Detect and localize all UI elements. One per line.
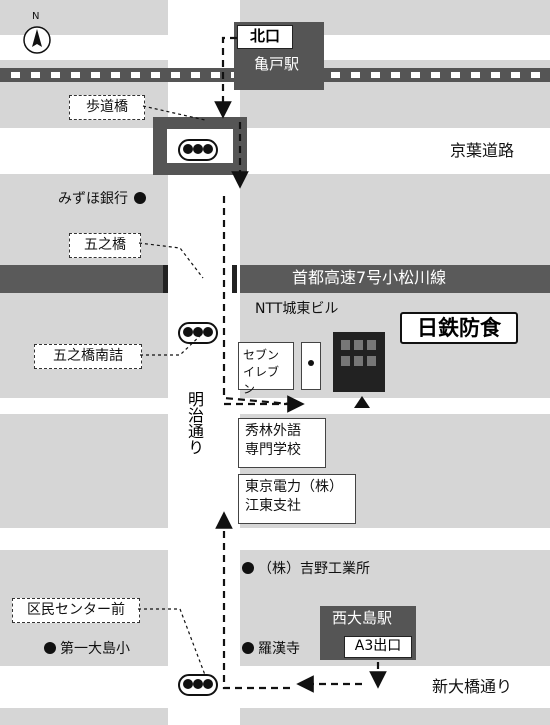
meiji-dori-label: 明治通り — [185, 388, 204, 458]
compass-icon — [23, 26, 51, 54]
rakanji-label: 羅漢寺 — [242, 642, 300, 656]
kameido-station-label: 亀戸駅 — [254, 55, 300, 73]
destination-building-icon — [333, 332, 385, 392]
highway-edge-right — [232, 265, 237, 293]
traffic-signal-icon — [178, 674, 218, 696]
keiyo-road — [0, 128, 550, 174]
callout-gonohashi-minamizume: 五之橋南詰 — [34, 344, 142, 369]
location-dot-icon — [134, 192, 146, 204]
north-compass: N — [20, 12, 54, 54]
location-dot-icon — [44, 642, 56, 654]
seven-eleven-box: セブン イレブン — [238, 342, 294, 396]
destination-label: 日鉄防食 — [400, 312, 518, 344]
north-exit-sign: 北口 — [237, 25, 293, 49]
north-label: N — [32, 11, 40, 22]
callout-kumin-center: 区民センター前 — [12, 598, 140, 623]
location-dot-icon — [242, 562, 254, 574]
shurin-school-box: 秀林外語 専門学校 — [238, 418, 326, 468]
street-mid — [0, 398, 550, 414]
highway-label: 首都高速7号小松川線 — [292, 268, 447, 287]
nishi-ojima-label: 西大島駅 — [332, 609, 393, 627]
traffic-signal-icon — [178, 139, 218, 161]
daiichi-ojima-label: 第一大島小 — [44, 642, 130, 656]
ntt-dot — [308, 360, 314, 366]
highway-gap — [168, 265, 240, 293]
callout-hodokyo: 歩道橋 — [69, 95, 145, 120]
mizuho-bank-label: みずほ銀行 — [58, 192, 150, 206]
ntt-label: NTT城東ビル — [255, 301, 339, 317]
street-lower — [0, 528, 550, 550]
yoshino-label: （株）吉野工業所 — [242, 562, 370, 576]
callout-gonohashi: 五之橋 — [69, 233, 141, 258]
tepco-box: 東京電力（株） 江東支社 — [238, 474, 356, 524]
shin-ohashi-label: 新大橋通り — [432, 677, 513, 696]
traffic-signal-icon — [178, 322, 218, 344]
highway-edge-left — [163, 265, 168, 293]
location-dot-icon — [242, 642, 254, 654]
ntt-building — [301, 342, 321, 390]
highway-band — [0, 265, 550, 293]
exit-a3-sign: A3出口 — [344, 636, 412, 658]
keiyo-road-label: 京葉道路 — [450, 141, 515, 160]
